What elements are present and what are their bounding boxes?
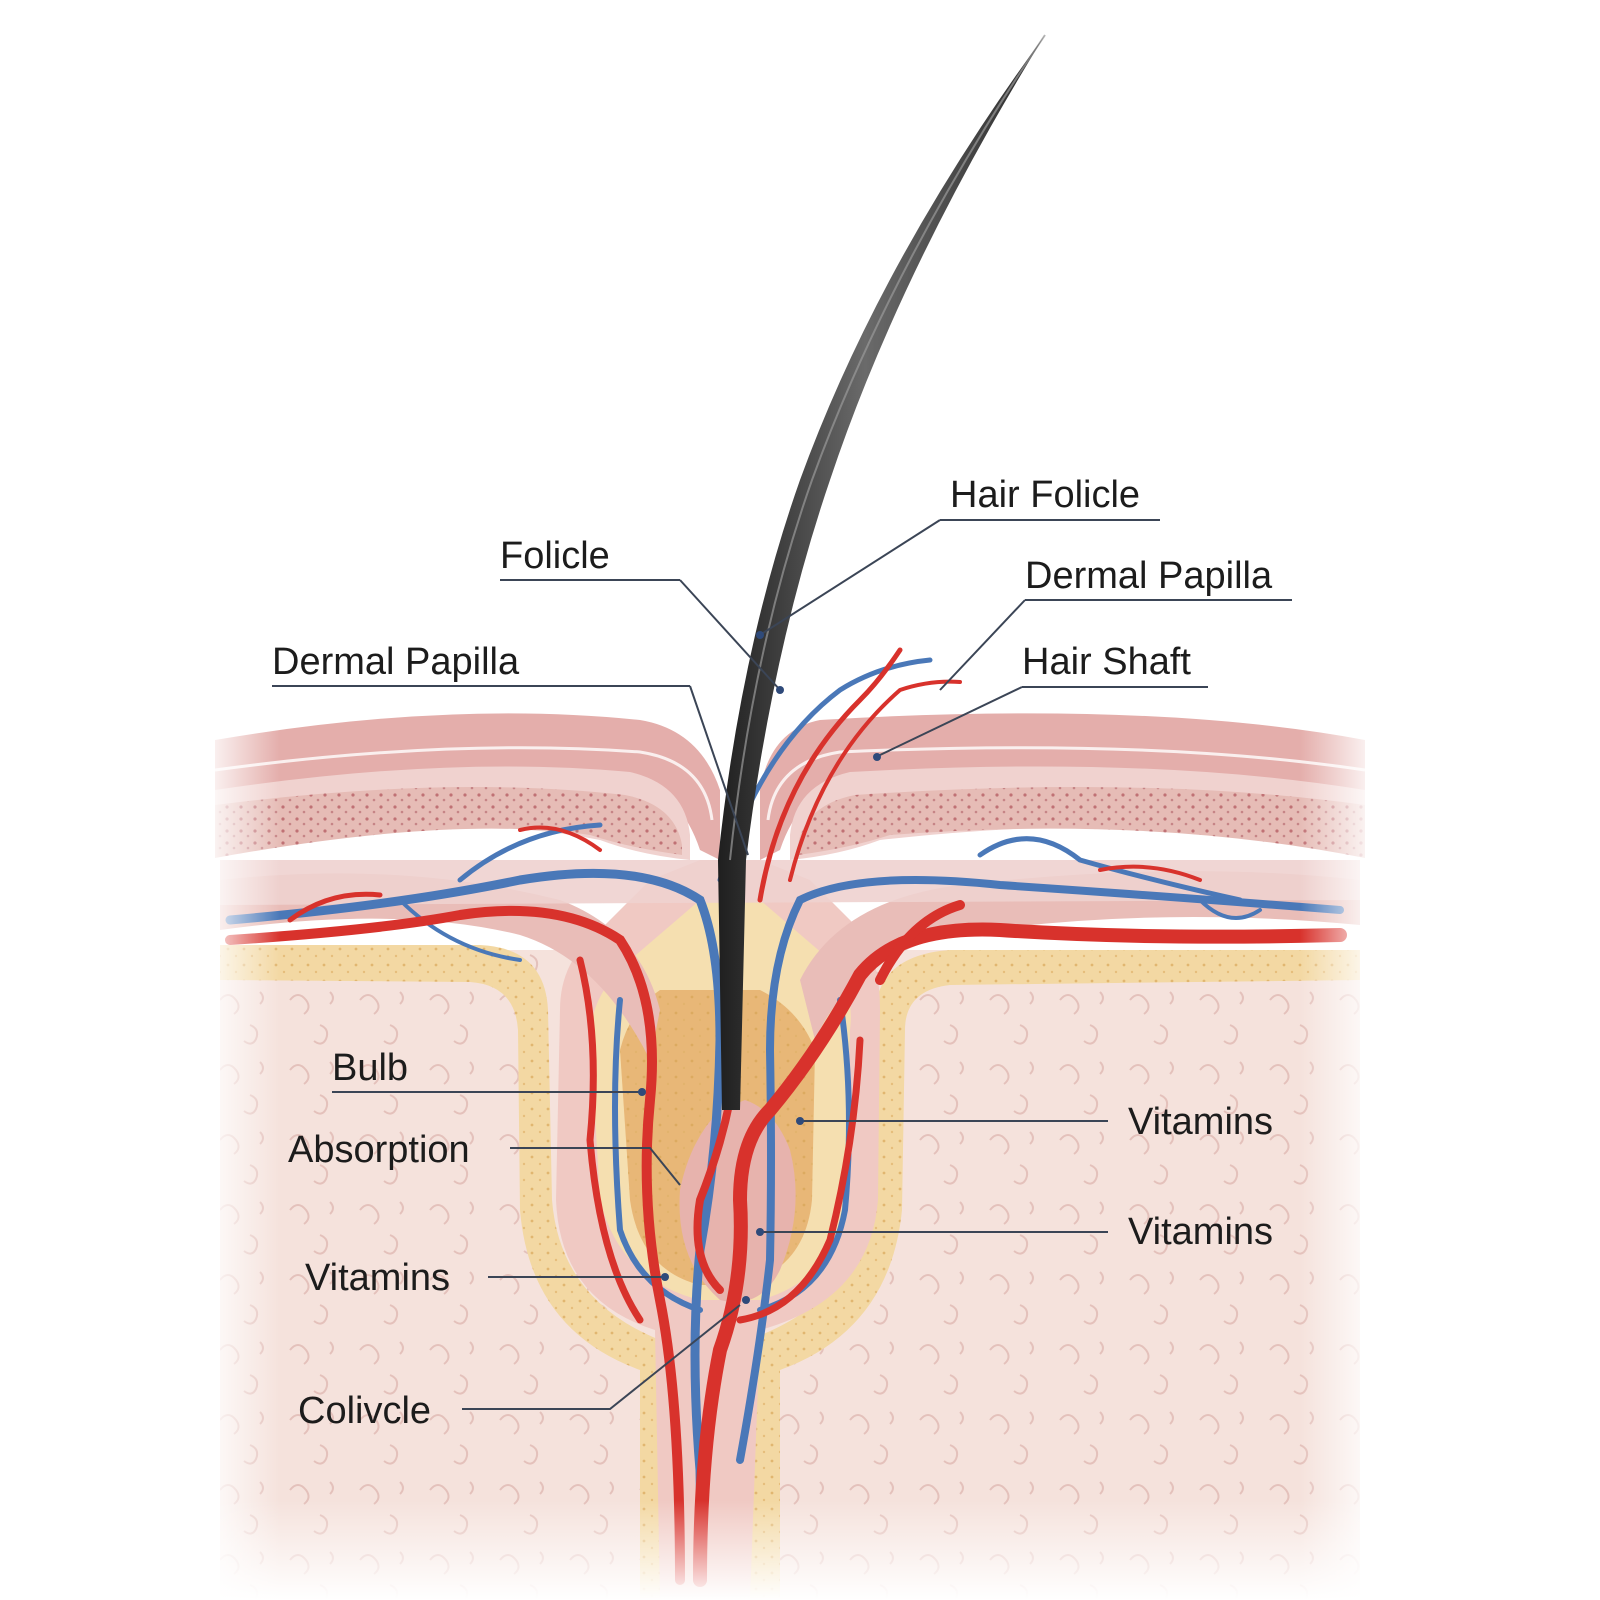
label-dermal-papilla-right: Dermal Papilla xyxy=(1025,555,1273,597)
left-fade xyxy=(200,700,280,1600)
label-colivcle: Colivcle xyxy=(298,1390,431,1432)
label-dermal-papilla-left: Dermal Papilla xyxy=(272,641,520,683)
label-bulb: Bulb xyxy=(332,1047,408,1089)
label-folicle: Folicle xyxy=(500,535,610,577)
label-absorption: Absorption xyxy=(288,1129,470,1171)
label-vitamins-right-upper: Vitamins xyxy=(1128,1101,1273,1143)
label-vitamins-right-lower: Vitamins xyxy=(1128,1211,1273,1253)
hair-shaft xyxy=(718,34,1046,1110)
epidermis xyxy=(214,713,1366,860)
leader-lines xyxy=(272,519,1292,1410)
label-hair-shaft: Hair Shaft xyxy=(1022,641,1191,683)
label-vitamins-left: Vitamins xyxy=(305,1257,450,1299)
label-hair-folicle: Hair Folicle xyxy=(950,474,1140,516)
bottom-fade xyxy=(0,1500,1600,1600)
right-fade xyxy=(1300,700,1380,1600)
labels: Folicle Hair Folicle Dermal Papilla Derm… xyxy=(272,474,1273,1432)
